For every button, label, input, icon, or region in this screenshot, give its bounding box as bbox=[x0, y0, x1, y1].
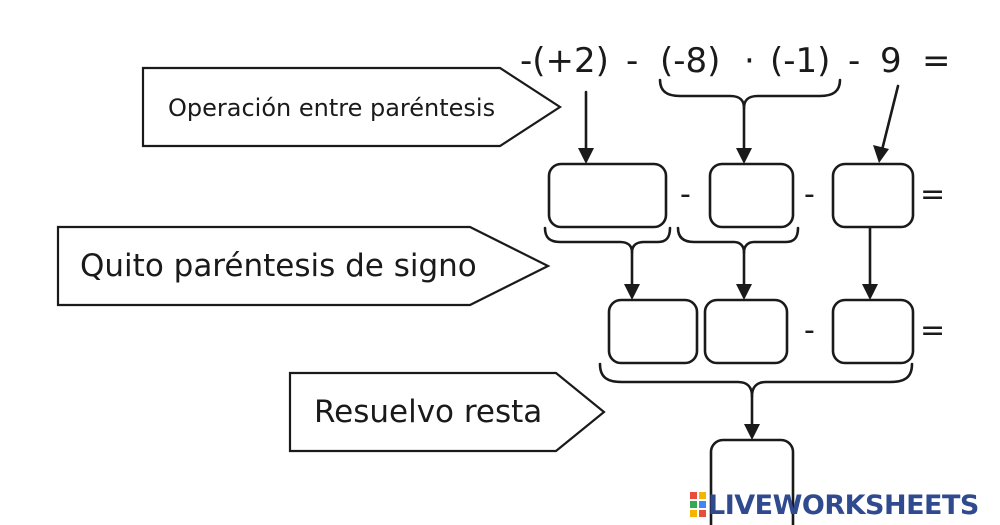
expr-op-3: - bbox=[848, 41, 860, 81]
row1-equals: = bbox=[920, 177, 945, 212]
expr-term-1: -(+2) bbox=[520, 41, 609, 81]
arrowhead-b2 bbox=[736, 284, 752, 300]
row2-equals: = bbox=[920, 313, 945, 348]
expr-equals: = bbox=[922, 41, 951, 81]
row2-box-2[interactable] bbox=[703, 298, 789, 365]
arrowhead-c1 bbox=[744, 424, 760, 440]
expression: -(+2) - (-8) · (-1) - 9 = bbox=[520, 41, 951, 81]
expr-op-2: · bbox=[744, 41, 755, 81]
brace-row2 bbox=[598, 362, 914, 398]
brace-top bbox=[658, 78, 842, 110]
label-step1: Operación entre paréntesis bbox=[141, 66, 563, 148]
row2-box-1[interactable] bbox=[607, 298, 699, 365]
brace-row1-mid bbox=[676, 226, 800, 254]
row1-op-1: - bbox=[680, 177, 691, 212]
label-step2: Quito paréntesis de signo bbox=[56, 225, 551, 307]
brand-logo: LIVEWORKSHEETS bbox=[690, 490, 979, 521]
brand-text: LIVEWORKSHEETS bbox=[708, 490, 979, 521]
result-box[interactable] bbox=[709, 438, 795, 525]
arrowhead-a2 bbox=[736, 148, 752, 164]
expr-term-3: (-1) bbox=[770, 41, 830, 81]
row1-op-2: - bbox=[804, 177, 815, 212]
expr-op-1: - bbox=[626, 41, 638, 81]
arrowhead-b1 bbox=[624, 284, 640, 300]
brace-row1-left bbox=[543, 226, 672, 254]
expr-term-2: (-8) bbox=[660, 41, 720, 81]
label-step1-text: Operación entre paréntesis bbox=[168, 94, 495, 122]
arrow-a3 bbox=[880, 84, 900, 152]
row1-box-1[interactable] bbox=[547, 162, 668, 229]
row1-box-3[interactable] bbox=[831, 162, 915, 229]
arrowhead-b3 bbox=[862, 284, 878, 300]
label-step3: Resuelvo resta bbox=[288, 371, 606, 453]
brand-logo-icon bbox=[690, 492, 706, 517]
row2-op-1: - bbox=[804, 313, 815, 348]
arrowhead-a3 bbox=[873, 145, 889, 163]
row2-box-3[interactable] bbox=[831, 298, 915, 365]
expr-term-4: 9 bbox=[880, 41, 902, 81]
label-step2-text: Quito paréntesis de signo bbox=[80, 248, 477, 284]
arrowhead-a1 bbox=[578, 148, 594, 164]
row1-box-2[interactable] bbox=[708, 162, 795, 229]
label-step3-text: Resuelvo resta bbox=[314, 394, 542, 430]
